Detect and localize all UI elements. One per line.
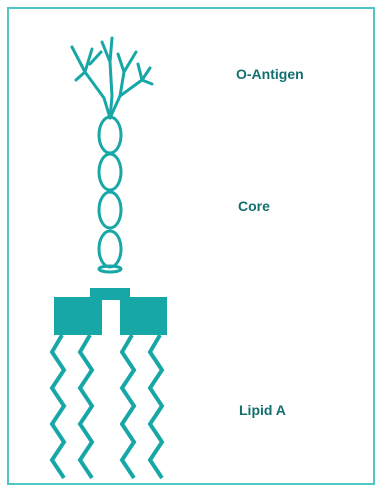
lipid-a-headgroup [54,288,167,335]
o-antigen-branches [72,38,152,118]
o-antigen-label: O-Antigen [236,66,304,82]
lipid-a-label: Lipid A [239,402,286,418]
core-label: Core [238,198,270,214]
lipid-a-fatty-acid-chains [52,335,162,478]
core-sugar-chain [99,117,121,272]
